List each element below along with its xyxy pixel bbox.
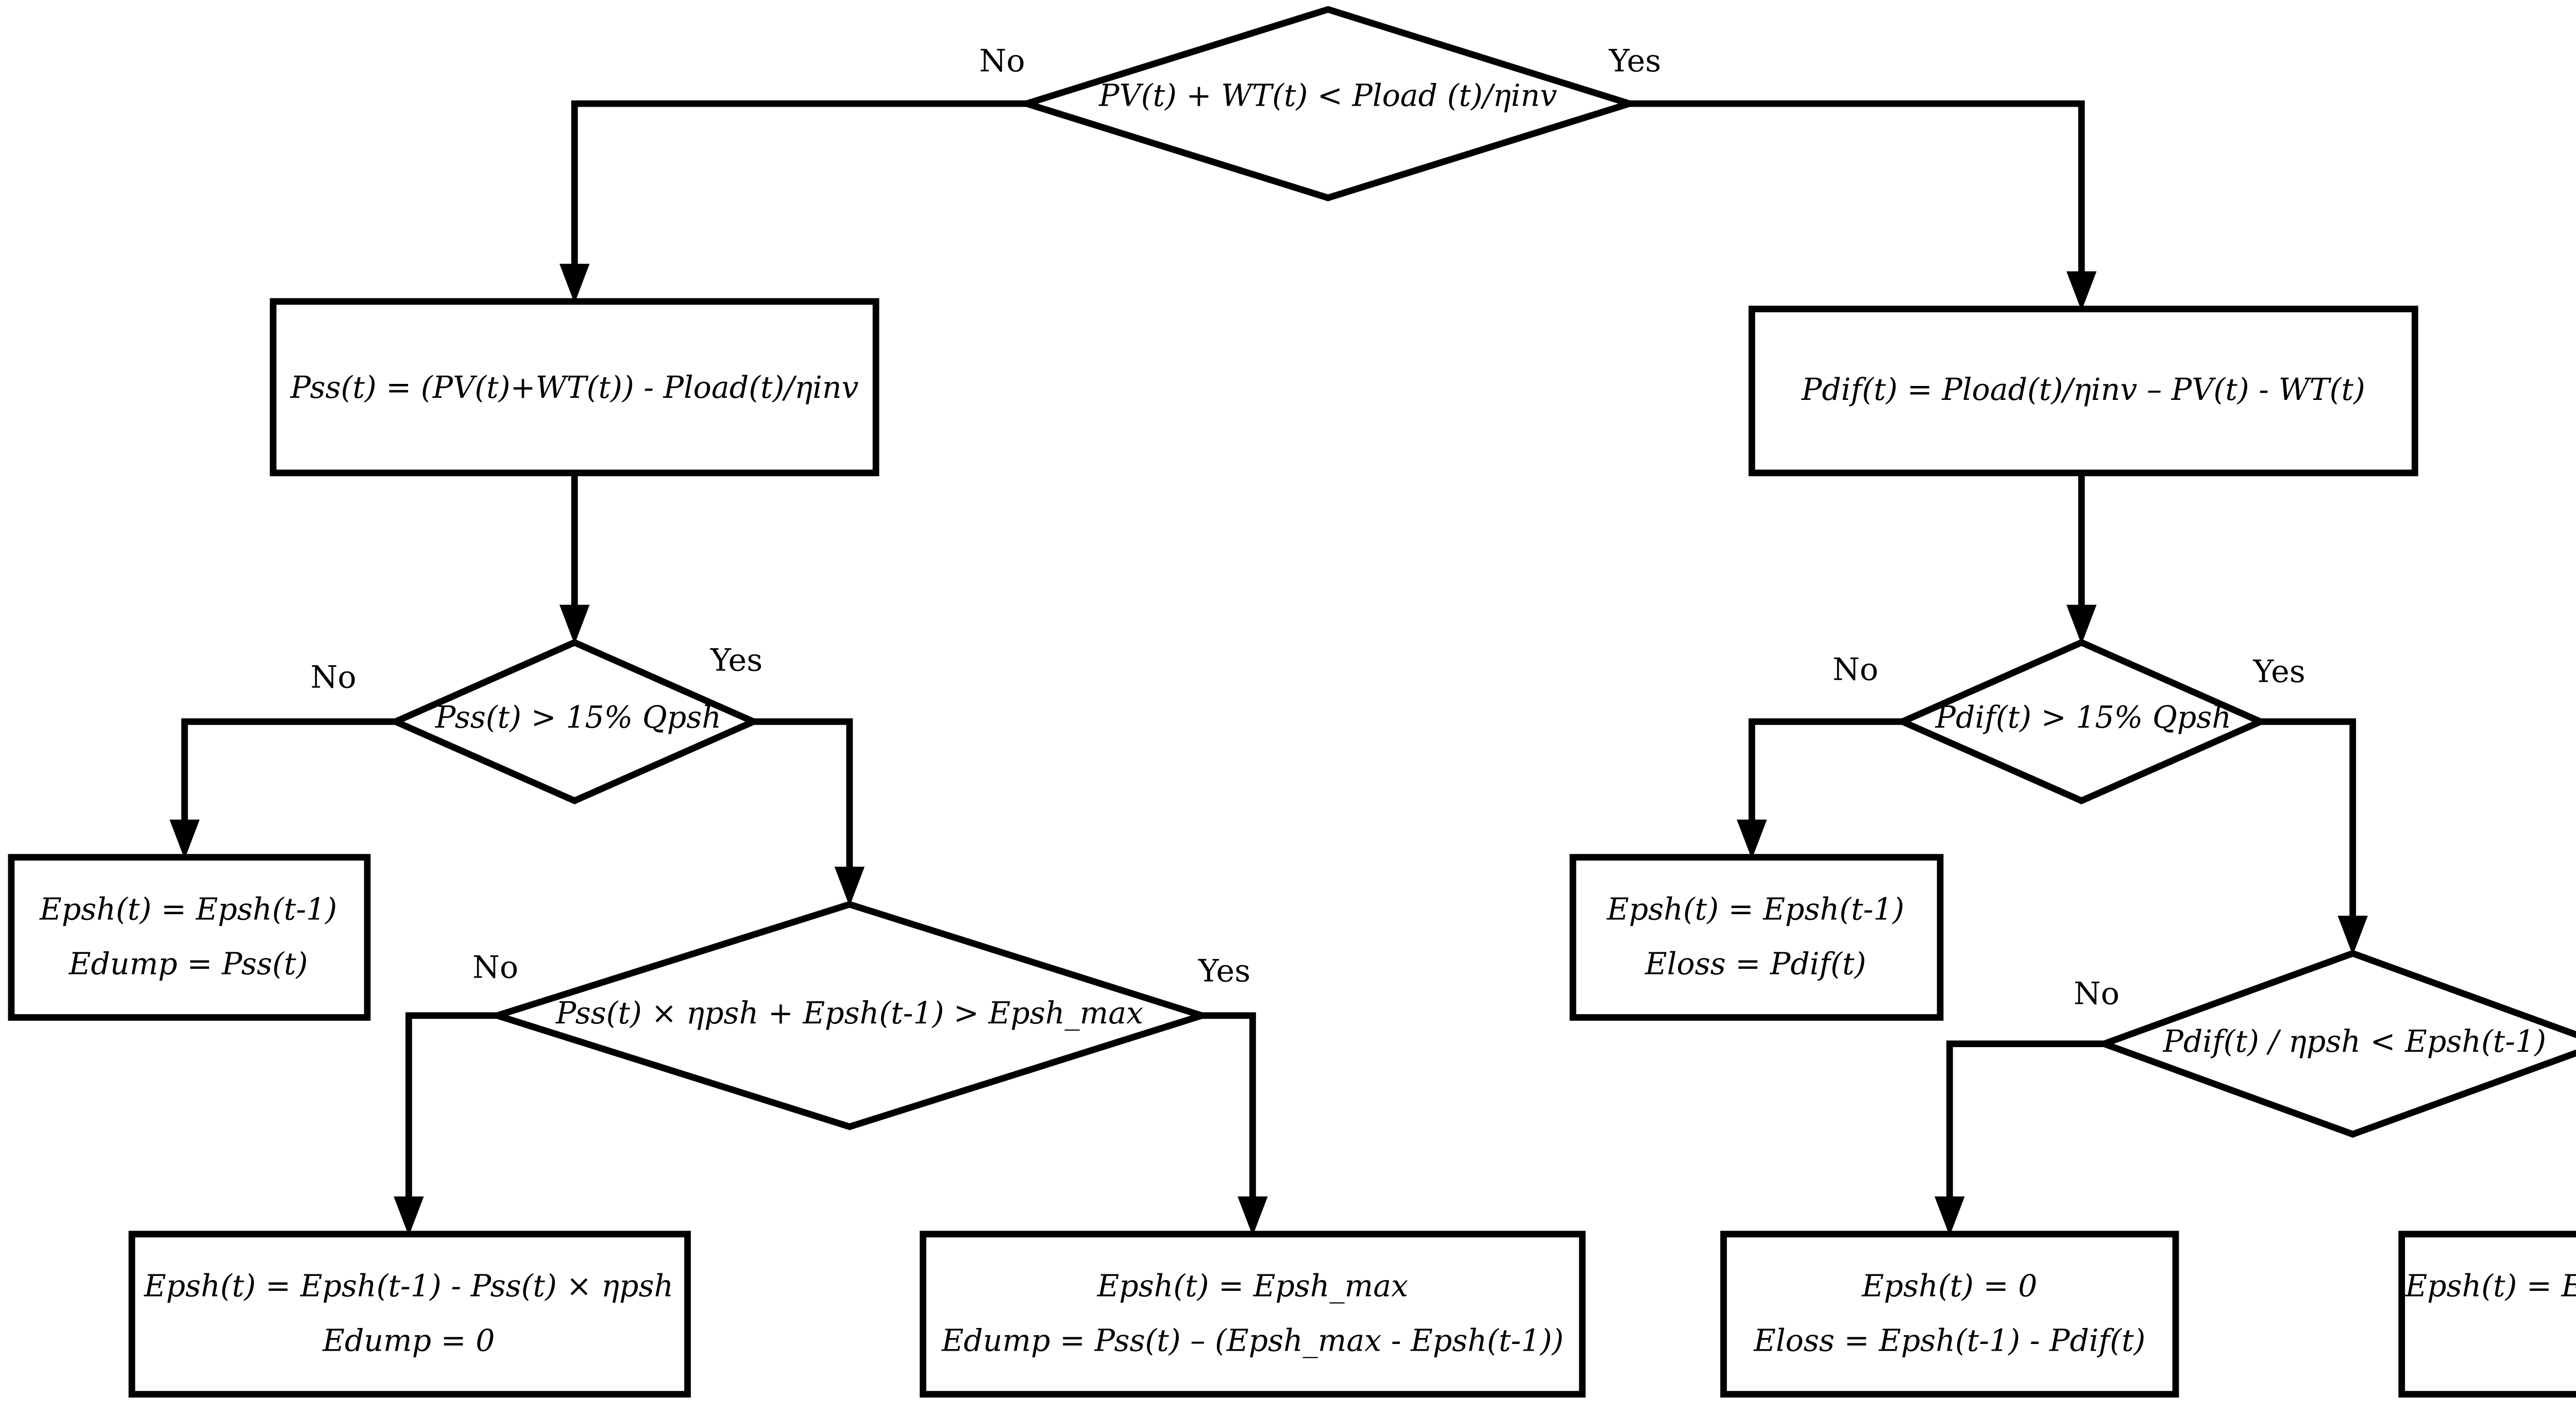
connector-lines — [181, 100, 2357, 1199]
decision-pdif-gt-15pct-qpsh: Pdif(t) > 15% Qpsh — [1935, 699, 2231, 735]
rect-shape-r1 — [269, 298, 879, 477]
arrow-down-icon — [2066, 271, 2097, 311]
diamond-shape-d1 — [1015, 6, 1641, 201]
diamond-shape-d2r — [1894, 638, 2269, 804]
diamond-shape-d2l — [387, 638, 762, 804]
process-pss-surplus: Pss(t) = (PV(t)+WT(t)) - Pload(t)/ηinv — [290, 369, 859, 406]
formula-line: Edump = Pss(t) – (Epsh_max - Epsh(t-1)) — [941, 1322, 1564, 1359]
formula-line: Epsh(t) = Epsh(t-1) - Pdif(t) / ηpsh — [2405, 1268, 2576, 1304]
branch-label-no: No — [1832, 651, 1878, 688]
formula-line: Epsh(t) = 0 — [1861, 1268, 2038, 1304]
connector-d3r-no — [1946, 1040, 2105, 1199]
process-epsh-max-edump-excess: Epsh(t) = Epsh_max Edump = Pss(t) – (Eps… — [942, 1258, 1564, 1368]
formula-line: Eloss = 0 — [2405, 1313, 2576, 1368]
formula-line: Epsh(t) = Epsh_max — [1097, 1268, 1409, 1304]
decision-pv-wt-less-than-load: PV(t) + WT(t) < Pload (t)/ηinv — [1099, 77, 1557, 114]
branch-label-no: No — [310, 659, 357, 695]
formula-line: Edump = Pss(t) — [69, 946, 308, 982]
rect-shape-r2 — [1748, 306, 2418, 477]
arrowheads — [170, 263, 2368, 1236]
arrow-down-icon — [2066, 604, 2097, 645]
branch-label-yes: Yes — [1198, 953, 1251, 989]
connector-d3l-yes — [1201, 1012, 1256, 1199]
formula-line: Edump = 0 — [323, 1322, 495, 1359]
arrow-down-icon — [559, 263, 590, 304]
process-epsh-discharge-eloss-zero: Epsh(t) = Epsh(t-1) - Pdif(t) / ηpsh Elo… — [2405, 1258, 2576, 1368]
connector-d1-no — [571, 100, 1027, 266]
formula-line: Epsh(t) = Epsh(t-1) — [1607, 891, 1905, 927]
branch-label-yes: Yes — [710, 642, 763, 678]
connector-d2r-no — [1748, 718, 1903, 822]
connector-d2l-yes — [753, 718, 853, 869]
connector-d3l-no — [405, 1012, 498, 1199]
connector-d2r-yes — [2260, 718, 2357, 918]
branch-label-yes: Yes — [2253, 653, 2306, 689]
diamond-shape-d3l — [486, 901, 1213, 1131]
branch-label-yes: Yes — [1608, 43, 1662, 79]
arrow-down-icon — [1238, 1196, 1268, 1236]
process-epsh-hold-edump-pss: Epsh(t) = Epsh(t-1) Edump = Pss(t) — [40, 882, 337, 991]
process-epsh-hold-eloss-pdif: Epsh(t) = Epsh(t-1) Eloss = Pdif(t) — [1607, 882, 1904, 991]
decision-discharge-lt-epsh-prev: Pdif(t) / ηpsh < Epsh(t-1) — [2163, 1023, 2547, 1059]
connector-d2l-no — [181, 718, 396, 822]
process-pdif-deficit: Pdif(t) = Pload(t)/ηinv – PV(t) - WT(t) — [1801, 372, 2365, 408]
arrow-down-icon — [1737, 819, 1767, 860]
arrow-down-icon — [2337, 915, 2368, 955]
rect-shape-b3l — [920, 1231, 1586, 1398]
rect-shape-b2r — [1720, 1231, 2179, 1398]
decision-pss-gt-15pct-qpsh: Pss(t) > 15% Qpsh — [435, 699, 721, 735]
rect-shape-b1r — [1569, 854, 1944, 1021]
rect-shape-b1l — [8, 854, 371, 1021]
arrow-down-icon — [559, 604, 590, 645]
decision-charge-exceeds-epsh-max: Pss(t) × ηpsh + Epsh(t-1) > Epsh_max — [555, 995, 1144, 1031]
process-epsh-charge-edump-zero: Epsh(t) = Epsh(t-1) - Pss(t) × ηpsh Edum… — [144, 1258, 674, 1368]
arrow-down-icon — [834, 866, 865, 906]
branch-label-no: No — [2073, 975, 2120, 1012]
rect-shape-b2l — [128, 1231, 691, 1398]
arrow-down-icon — [394, 1196, 424, 1236]
process-epsh-zero-eloss-deficit: Epsh(t) = 0 Eloss = Epsh(t-1) - Pdif(t) — [1754, 1258, 2145, 1368]
arrow-down-icon — [170, 819, 200, 860]
diamond-shape-d3r — [2094, 950, 2576, 1138]
formula-line: Epsh(t) = Epsh(t-1) - Pss(t) × ηpsh — [144, 1268, 674, 1304]
node-shapes — [8, 6, 2576, 1398]
connector-d1-yes — [1629, 100, 2085, 274]
formula-line: Eloss = Pdif(t) — [1645, 946, 1867, 982]
formula-line: Eloss = Epsh(t-1) - Pdif(t) — [1754, 1322, 2146, 1359]
branch-label-no: No — [979, 43, 1025, 79]
branch-label-no: No — [472, 949, 519, 985]
arrow-down-icon — [1934, 1196, 1965, 1236]
rect-shape-b3r — [2398, 1231, 2576, 1398]
formula-line: Epsh(t) = Epsh(t-1) — [40, 891, 337, 927]
